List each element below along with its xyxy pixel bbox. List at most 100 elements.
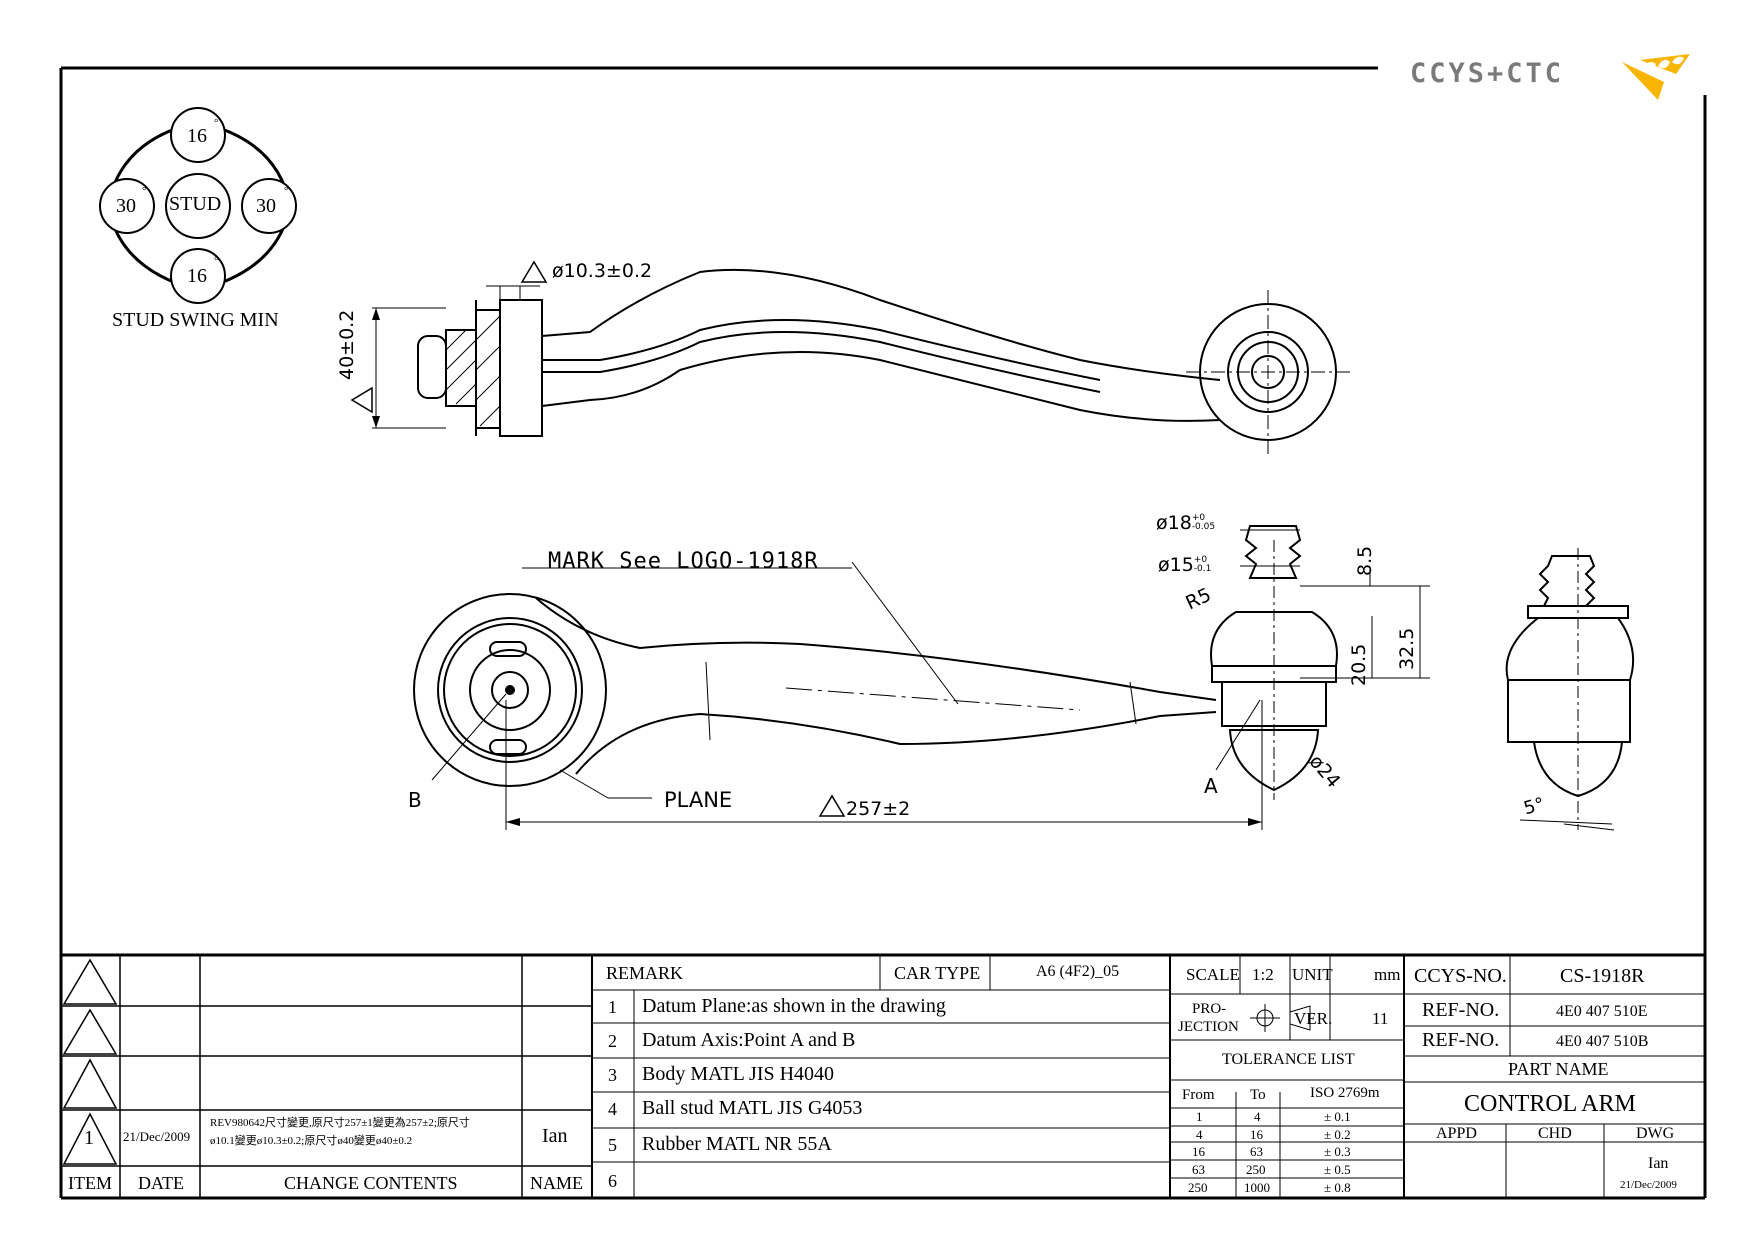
dim-dia18-lower: -0.05 (1191, 522, 1216, 532)
car-type-label: CAR TYPE (894, 963, 981, 983)
tol-from-5: 250 (1188, 1180, 1208, 1195)
dim-plane: PLANE (664, 788, 733, 812)
tol-iso-3: ± 0.3 (1324, 1144, 1351, 1159)
tolerance-title: TOLERANCE LIST (1222, 1051, 1355, 1068)
dwg-label: DWG (1636, 1125, 1675, 1142)
ccys-label: CCYS-NO. (1414, 965, 1507, 987)
dim-mark-label: MARK See LOGO-1918R (548, 549, 819, 574)
dim-length: 257±2 (846, 798, 911, 820)
tol-header-to: To (1250, 1087, 1266, 1103)
dim-dia18: ø18+0-0.05 (1156, 514, 1215, 533)
remark-text-3: Body MATL JIS H4040 (642, 1063, 835, 1085)
dim-height: 40±0.2 (336, 309, 358, 380)
scale-label: SCALE (1186, 965, 1240, 984)
remark-no-3: 3 (608, 1065, 617, 1085)
stud-swing-title: STUD SWING MIN (112, 309, 279, 331)
dwg-date: 21/Dec/2009 (1620, 1179, 1677, 1191)
side-view-stud (1505, 548, 1635, 831)
dim-dia18-value: ø18 (1156, 512, 1192, 534)
remark-header: REMARK (606, 963, 684, 983)
dim-20-5: 20.5 (1348, 643, 1370, 686)
tol-header-iso: ISO 2769m (1310, 1085, 1380, 1101)
tol-iso-2: ± 0.2 (1324, 1127, 1351, 1142)
projection-label-1: PRO- (1192, 1001, 1227, 1017)
dim-dia15-value: ø15 (1158, 554, 1194, 576)
remark-no-4: 4 (608, 1099, 617, 1119)
dim-angle: 5° (1521, 793, 1547, 820)
tol-from-1: 1 (1196, 1109, 1203, 1124)
part-name-value: CONTROL ARM (1464, 1091, 1636, 1117)
degree-left: ° (142, 185, 147, 197)
ver-label: VER. (1294, 1009, 1333, 1028)
logo-text: CCYS+CTC (1410, 58, 1565, 89)
dim-point-b: B (408, 788, 422, 812)
ccys-value: CS-1918R (1560, 965, 1645, 987)
stud-swing-right: 30 (256, 195, 276, 217)
tol-from-3: 16 (1192, 1144, 1205, 1159)
rev-contents-4b: ø10.1變更ø10.3±0.2;原尺寸ø40變更ø40±0.2 (210, 1135, 413, 1147)
degree-bottom: ° (214, 255, 219, 267)
dim-dia-top: ø10.3±0.2 (552, 260, 653, 282)
dim-dia18-upper: +0 (1191, 513, 1206, 523)
ref-label-2: REF-NO. (1422, 1029, 1500, 1051)
logo-mark-icon (1622, 54, 1690, 100)
ref-value-2: 4E0 407 510B (1556, 1033, 1649, 1050)
unit-value: mm (1374, 965, 1401, 984)
tol-header-from: From (1182, 1087, 1215, 1103)
car-type-value: A6 (4F2)_05 (1036, 963, 1120, 980)
rev-name-4: Ian (542, 1125, 568, 1147)
ver-value: 11 (1372, 1009, 1389, 1028)
drawing-border (59, 66, 1707, 1200)
front-view (413, 525, 1430, 830)
degree-right: ° (284, 185, 289, 197)
remark-text-5: Rubber MATL NR 55A (642, 1133, 832, 1155)
part-name-label: PART NAME (1508, 1059, 1609, 1079)
dim-dia15-upper: +0 (1193, 555, 1208, 565)
dim-dia15-lower: -0.1 (1193, 564, 1212, 574)
title-block-grid (61, 953, 1705, 1198)
tol-to-4: 250 (1246, 1162, 1266, 1177)
rev-header-date: DATE (138, 1173, 184, 1193)
remark-text-4: Ball stud MATL JIS G4053 (642, 1097, 863, 1119)
company-logo: CCYS+CTC (1410, 52, 1700, 102)
ref-label-1: REF-NO. (1422, 999, 1500, 1021)
tol-from-4: 63 (1192, 1162, 1205, 1177)
tol-iso-1: ± 0.1 (1324, 1109, 1351, 1124)
tol-iso-4: ± 0.5 (1324, 1162, 1351, 1177)
stud-swing-center: STUD (169, 193, 222, 215)
remark-no-5: 5 (608, 1135, 617, 1155)
tol-to-3: 63 (1250, 1144, 1263, 1159)
stud-swing-left: 30 (116, 195, 136, 217)
tol-to-1: 4 (1254, 1109, 1261, 1124)
ref-value-1: 4E0 407 510E (1556, 1003, 1648, 1020)
remark-no-1: 1 (608, 997, 617, 1017)
remark-text-1: Datum Plane:as shown in the drawing (642, 995, 946, 1017)
tol-to-2: 16 (1250, 1127, 1263, 1142)
stud-swing-top: 16 (187, 125, 207, 147)
projection-label-2: JECTION (1178, 1019, 1239, 1035)
stud-swing-diagram (99, 107, 297, 304)
tol-to-5: 1000 (1244, 1180, 1270, 1195)
dwg-name: Ian (1648, 1155, 1669, 1172)
stud-swing-bottom: 16 (187, 265, 207, 287)
tol-iso-5: ± 0.8 (1324, 1180, 1351, 1195)
scale-value: 1:2 (1252, 965, 1274, 984)
unit-label: UNIT (1292, 965, 1333, 984)
dim-point-a: A (1204, 774, 1218, 798)
rev-header-name: NAME (530, 1173, 583, 1193)
dim-dia15: ø15+0-0.1 (1158, 556, 1211, 575)
tol-from-2: 4 (1196, 1127, 1203, 1142)
dim-32-5: 32.5 (1396, 627, 1418, 670)
appd-label: APPD (1436, 1125, 1477, 1142)
rev-header-contents: CHANGE CONTENTS (284, 1173, 458, 1193)
rev-item-4: 1 (84, 1127, 94, 1149)
rev-date-4: 21/Dec/2009 (123, 1129, 191, 1144)
degree-top: ° (214, 117, 219, 129)
rev-header-item: ITEM (68, 1173, 112, 1193)
rev-contents-4a: REV980642尺寸變更,原尺寸257±1變更為257±2;原尺寸 (210, 1117, 470, 1129)
chd-label: CHD (1538, 1125, 1572, 1142)
remark-no-6: 6 (608, 1171, 617, 1191)
top-view (350, 260, 1350, 454)
remark-text-2: Datum Axis:Point A and B (642, 1029, 856, 1051)
